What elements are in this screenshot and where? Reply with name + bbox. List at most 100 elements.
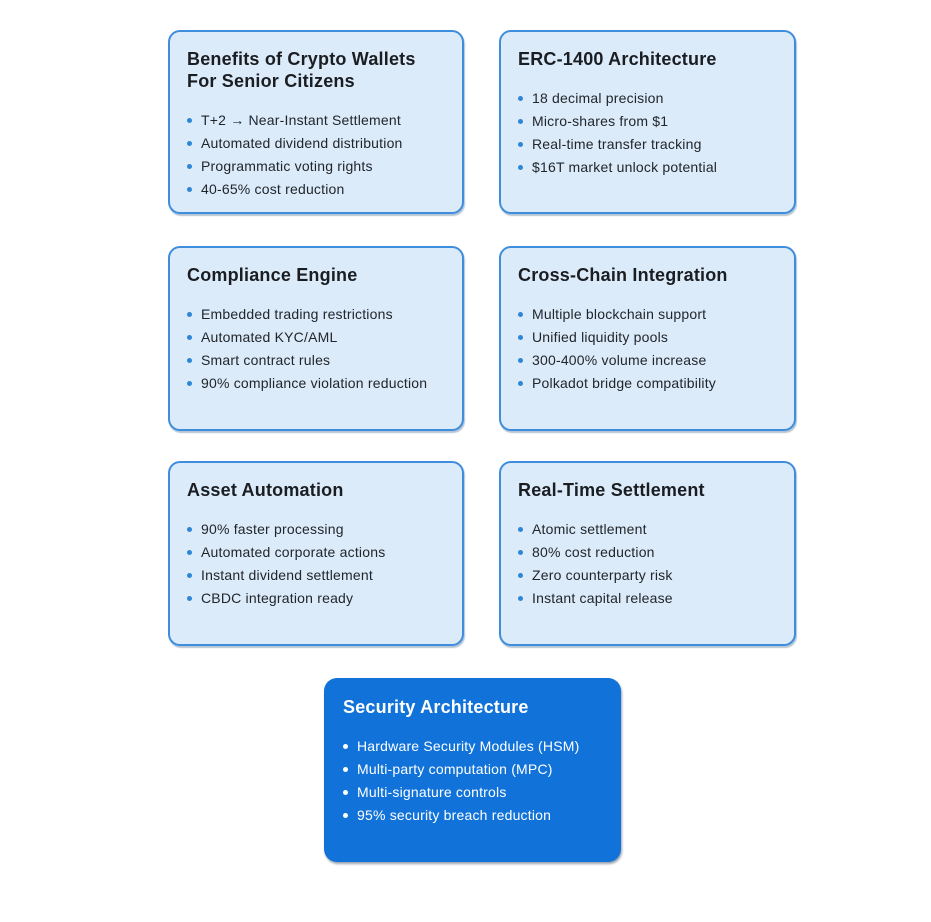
list-item: Zero counterparty risk [518, 564, 778, 587]
bullet-icon [518, 334, 523, 340]
list-item-text: Instant dividend settlement [201, 566, 373, 583]
bullet-icon [518, 572, 523, 578]
bullet-icon [518, 164, 523, 170]
bullet-icon [187, 334, 192, 340]
list-item-text: Instant capital release [532, 589, 673, 606]
list-item-text: Micro-shares from $1 [532, 112, 669, 129]
list-item: Hardware Security Modules (HSM) [343, 735, 603, 758]
bullet-icon [518, 526, 523, 532]
card-title: Asset Automation [187, 480, 344, 500]
list-item: 80% cost reduction [518, 541, 778, 564]
list-item-text: $16T market unlock potential [532, 158, 718, 175]
list-item-text: Automated KYC/AML [201, 328, 338, 345]
card-title: Benefits of Crypto Wallets For Senior Ci… [187, 49, 416, 91]
list-item: Automated corporate actions [187, 541, 446, 564]
card-real-time-settlement: Real-Time Settlement Atomic settlement 8… [499, 461, 796, 646]
bullet-icon [518, 357, 523, 363]
list-item-text: Polkadot bridge compatibility [532, 374, 717, 391]
card-title: ERC-1400 Architecture [518, 49, 717, 69]
list-item: Automated KYC/AML [187, 326, 446, 349]
list-item: Instant capital release [518, 587, 778, 610]
bullet-icon [187, 526, 192, 532]
list-item: Instant dividend settlement [187, 564, 446, 587]
bullet-icon [518, 311, 523, 317]
card-title: Compliance Engine [187, 265, 358, 285]
card-erc1400-architecture: ERC-1400 Architecture 18 decimal precisi… [499, 30, 796, 214]
bullet-icon [187, 163, 192, 169]
list-item-text: Zero counterparty risk [532, 566, 673, 583]
card-list: 18 decimal precision Micro-shares from $… [518, 87, 778, 179]
list-item: 90% compliance violation reduction [187, 372, 446, 395]
bullet-icon [518, 118, 523, 124]
list-item: 90% faster processing [187, 518, 446, 541]
bullet-icon [518, 380, 523, 386]
bullet-icon [518, 595, 523, 601]
bullet-icon [187, 311, 192, 317]
bullet-icon [518, 141, 523, 147]
list-item-text: 90% compliance violation reduction [201, 374, 428, 391]
card-list: Multiple blockchain support Unified liqu… [518, 303, 778, 395]
card-list: Hardware Security Modules (HSM) Multi-pa… [343, 735, 603, 827]
card-list: Atomic settlement 80% cost reduction Zer… [518, 518, 778, 610]
list-item: 300-400% volume increase [518, 349, 778, 372]
list-item-text: Multi-party computation (MPC) [357, 760, 553, 777]
list-item: T+2 → Near-Instant Settlement [187, 109, 446, 132]
card-title: Security Architecture [343, 697, 529, 717]
list-item: Polkadot bridge compatibility [518, 372, 778, 395]
list-item: $16T market unlock potential [518, 156, 778, 179]
bullet-icon [187, 572, 192, 578]
list-item-text: Multiple blockchain support [532, 305, 707, 322]
card-list: Embedded trading restrictions Automated … [187, 303, 446, 395]
list-item: Atomic settlement [518, 518, 778, 541]
list-item: Unified liquidity pools [518, 326, 778, 349]
card-list: T+2 → Near-Instant Settlement Automated … [187, 109, 446, 201]
card-compliance-engine: Compliance Engine Embedded trading restr… [168, 246, 464, 431]
card-title: Real-Time Settlement [518, 480, 705, 500]
list-item: Multi-party computation (MPC) [343, 758, 603, 781]
list-item: Micro-shares from $1 [518, 110, 778, 133]
bullet-icon [343, 766, 348, 772]
list-item: Programmatic voting rights [187, 155, 446, 178]
list-item-text: 18 decimal precision [532, 89, 664, 106]
list-item: 18 decimal precision [518, 87, 778, 110]
list-item-text: 80% cost reduction [532, 543, 655, 560]
list-item: Automated dividend distribution [187, 132, 446, 155]
bullet-icon [343, 812, 348, 818]
list-item-text: Automated corporate actions [201, 543, 386, 560]
bullet-icon [518, 549, 523, 555]
card-benefits-crypto-wallets: Benefits of Crypto Wallets For Senior Ci… [168, 30, 464, 214]
list-item-text: Real-time transfer tracking [532, 135, 702, 152]
card-security-architecture: Security Architecture Hardware Security … [324, 678, 621, 862]
list-item: Real-time transfer tracking [518, 133, 778, 156]
card-cross-chain-integration: Cross-Chain Integration Multiple blockch… [499, 246, 796, 431]
card-list: 90% faster processing Automated corporat… [187, 518, 446, 610]
list-item: Smart contract rules [187, 349, 446, 372]
list-item-text: Programmatic voting rights [201, 157, 373, 174]
bullet-icon [187, 117, 192, 123]
list-item-text: 40-65% cost reduction [201, 180, 345, 197]
bullet-icon [187, 186, 192, 192]
bullet-icon [187, 595, 192, 601]
bullet-icon [187, 380, 192, 386]
list-item: 40-65% cost reduction [187, 178, 446, 201]
list-item-text: Atomic settlement [532, 520, 647, 537]
list-item: 95% security breach reduction [343, 804, 603, 827]
bullet-icon [187, 140, 192, 146]
list-item-text: Smart contract rules [201, 351, 331, 368]
list-item-text: T+2 → Near-Instant Settlement [201, 111, 401, 128]
list-item-text: 95% security breach reduction [357, 806, 552, 823]
list-item: Embedded trading restrictions [187, 303, 446, 326]
list-item: CBDC integration ready [187, 587, 446, 610]
card-title: Cross-Chain Integration [518, 265, 728, 285]
bullet-icon [187, 357, 192, 363]
bullet-icon [187, 549, 192, 555]
list-item: Multi-signature controls [343, 781, 603, 804]
list-item-text: Hardware Security Modules (HSM) [357, 737, 580, 754]
bullet-icon [343, 789, 348, 795]
list-item-text: Embedded trading restrictions [201, 305, 393, 322]
card-asset-automation: Asset Automation 90% faster processing A… [168, 461, 464, 646]
bullet-icon [518, 95, 523, 101]
list-item-text: CBDC integration ready [201, 589, 354, 606]
list-item-text: Unified liquidity pools [532, 328, 669, 345]
